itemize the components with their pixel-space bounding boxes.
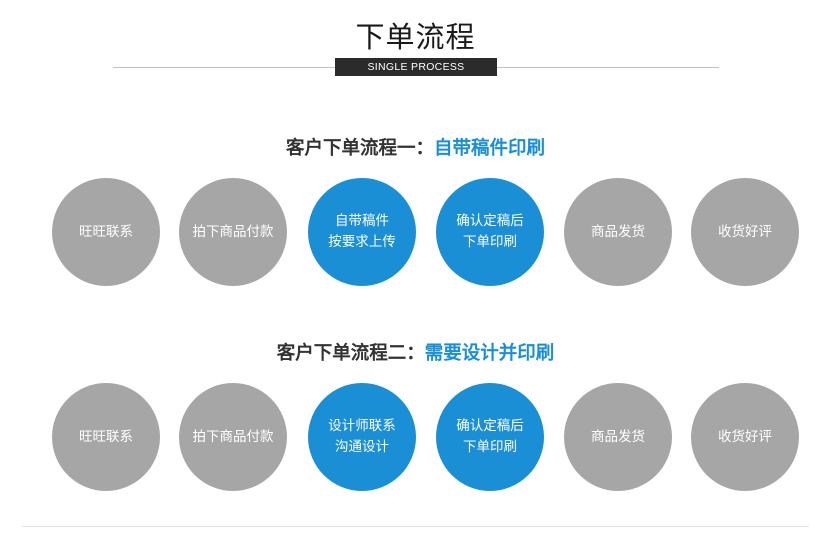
process-1-step-2: 拍下商品付款 (179, 178, 287, 286)
process-1-step-5: 商品发货 (564, 178, 672, 286)
process-2-step-4: 确认定稿后 下单印刷 (436, 383, 544, 491)
process-2-step-3: 设计师联系 沟通设计 (308, 383, 416, 491)
page-header: 下单流程 SINGLE PROCESS (0, 0, 831, 90)
process-2-heading-highlight: 需要设计并印刷 (424, 343, 555, 364)
process-1-heading: 客户下单流程一：自带稿件印刷 (0, 134, 831, 160)
process-1-heading-prefix: 客户下单流程一： (285, 138, 434, 159)
process-2-steps: 旺旺联系 拍下商品付款 设计师联系 沟通设计 确认定稿后 下单印刷 商品发货 收… (0, 383, 831, 493)
process-2-step-2: 拍下商品付款 (179, 383, 287, 491)
process-2-heading-prefix: 客户下单流程二： (276, 343, 425, 364)
subtitle-badge: SINGLE PROCESS (335, 58, 497, 76)
footer-divider (22, 526, 809, 527)
process-2-heading: 客户下单流程二：需要设计并印刷 (0, 339, 831, 365)
process-1-step-4: 确认定稿后 下单印刷 (436, 178, 544, 286)
process-1-step-1: 旺旺联系 (52, 178, 160, 286)
process-1-steps: 旺旺联系 拍下商品付款 自带稿件 按要求上传 确认定稿后 下单印刷 商品发货 收… (0, 178, 831, 288)
process-1-heading-highlight: 自带稿件印刷 (434, 138, 546, 159)
process-1-step-6: 收货好评 (691, 178, 799, 286)
page-title: 下单流程 (355, 20, 476, 54)
title-divider-right (497, 67, 719, 68)
process-2-step-5: 商品发货 (564, 383, 672, 491)
process-2-step-6: 收货好评 (691, 383, 799, 491)
process-2-step-1: 旺旺联系 (52, 383, 160, 491)
title-divider-left (113, 67, 335, 68)
process-1-step-3: 自带稿件 按要求上传 (308, 178, 416, 286)
